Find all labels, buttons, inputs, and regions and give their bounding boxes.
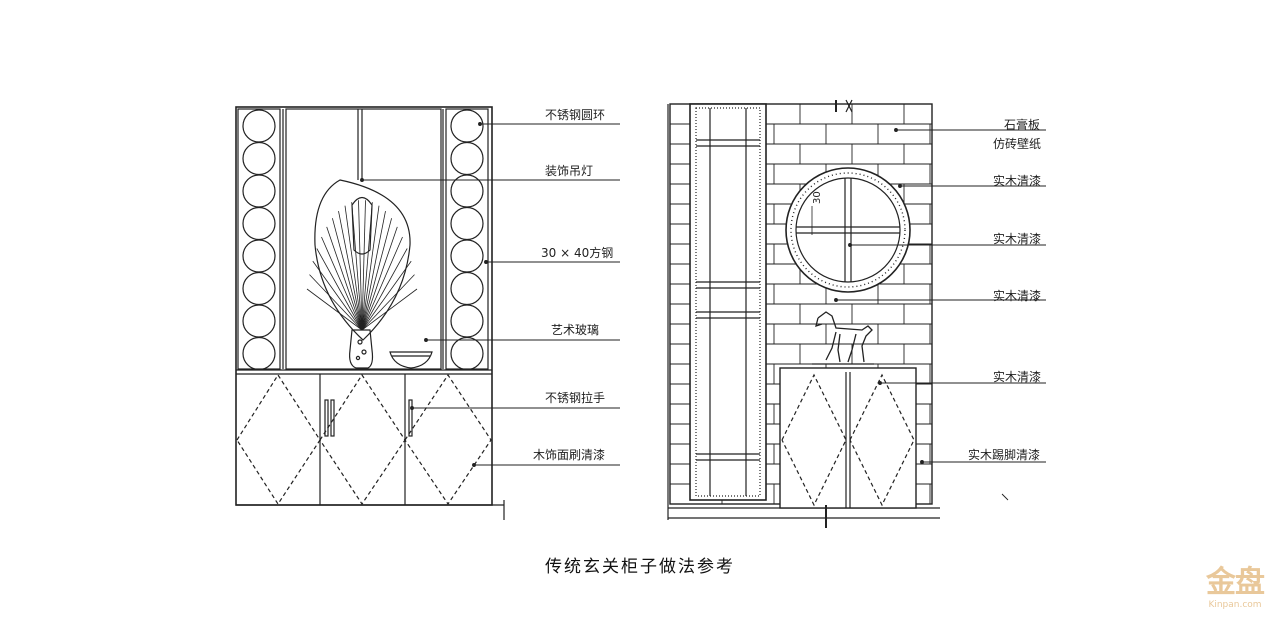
label-solid-wood-1: 实木清漆 <box>993 174 1042 188</box>
right-wall-elevation <box>667 99 1046 528</box>
label-art-glass: 艺术玻璃 <box>551 323 600 337</box>
label-stainless-ring: 不锈钢圆环 <box>545 108 606 122</box>
label-solid-wood-3: 实木清漆 <box>993 289 1042 303</box>
stainless-handle <box>330 399 335 437</box>
lamp-strands <box>306 196 418 331</box>
label-pendant-lamp: 装饰吊灯 <box>545 164 594 178</box>
label-square-steel: 30 × 40方钢 <box>541 246 614 260</box>
wood-lattice-frame <box>689 103 767 501</box>
kinpan-watermark: 金盘 Kinpan.com <box>1198 565 1272 611</box>
label-solid-wood-4: 实木清漆 <box>993 370 1042 384</box>
dimension-30: 30 <box>812 191 823 204</box>
vase <box>349 329 374 369</box>
watermark-mark: 金盘 <box>1206 565 1265 600</box>
right-leader-lines <box>834 128 1046 501</box>
label-solid-wood-2: 实木清漆 <box>993 232 1042 246</box>
horse-sculpture <box>812 311 874 365</box>
left-leader-lines <box>360 122 620 467</box>
stainless-handle <box>408 399 413 437</box>
stainless-rings-right <box>450 109 484 371</box>
bowl <box>389 351 433 369</box>
round-window <box>785 167 911 293</box>
decorative-pendant-lamp <box>306 109 418 341</box>
right-lower-cabinet <box>779 367 917 528</box>
drawing-caption: 传统玄关柜子做法参考 <box>545 557 735 577</box>
watermark-site: Kinpan.com <box>1208 600 1262 610</box>
label-faux-brick: 仿砖壁纸 <box>993 137 1042 151</box>
left-cabinet-doors <box>236 373 492 506</box>
stainless-rings-left <box>242 109 276 371</box>
label-stainless-handle: 不锈钢拉手 <box>545 391 606 405</box>
left-cabinet-elevation <box>235 106 620 520</box>
label-gypsum-board: 石膏板 <box>1004 118 1041 132</box>
label-wood-veneer: 木饰面刷清漆 <box>533 448 606 462</box>
label-skirting: 实木踢脚清漆 <box>968 448 1041 462</box>
stainless-handle <box>324 399 329 437</box>
